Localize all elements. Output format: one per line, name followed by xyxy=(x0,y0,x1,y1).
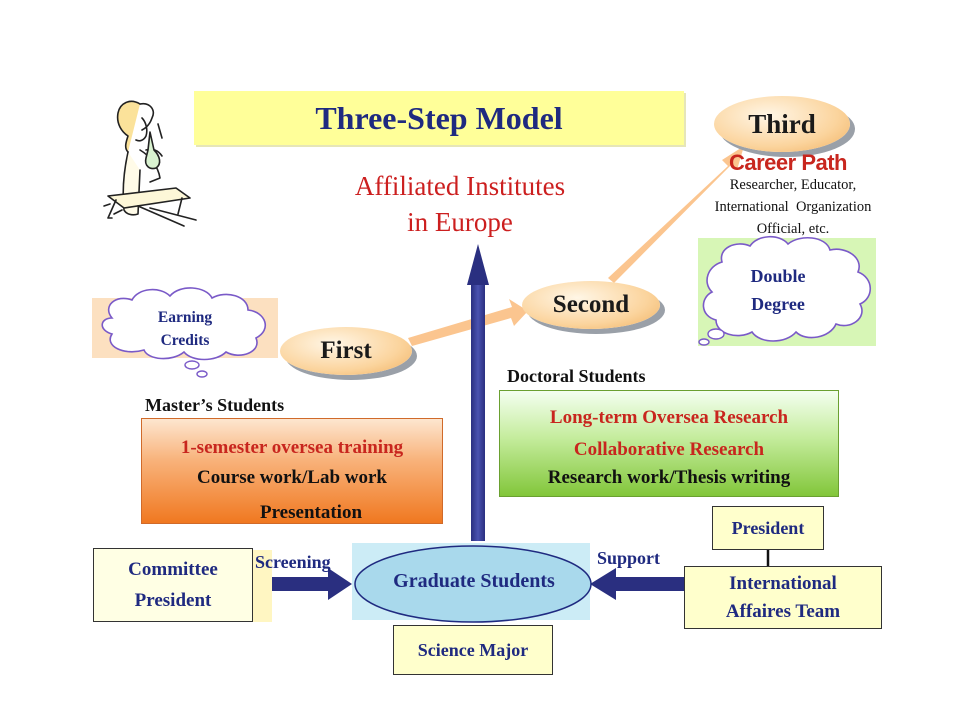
masters-item-2: Course work/Lab work xyxy=(196,467,387,488)
science-major-label: Science Major xyxy=(417,639,529,660)
president-box: President xyxy=(712,506,824,550)
committee-box: Committee President xyxy=(93,548,253,622)
support-arrow-shaft xyxy=(606,577,686,591)
doctoral-item-2: Collaborative Research xyxy=(573,439,765,460)
career-path-details: Researcher, Educator, International Orga… xyxy=(688,174,898,240)
first-to-second-arrow xyxy=(408,299,528,346)
double-degree-line-1: Double xyxy=(750,266,806,286)
career-detail-line-2: International Organization xyxy=(714,199,872,215)
masters-item-3: Presentation xyxy=(259,502,363,523)
committee-line-2: President xyxy=(134,590,212,611)
support-label: Support xyxy=(597,548,661,568)
affiliated-line-2: in Europe xyxy=(407,207,513,237)
step-third-oval: Third xyxy=(714,96,850,152)
upward-arrow-head xyxy=(467,244,489,285)
career-path-heading: Career Path xyxy=(728,150,848,175)
career-detail-line-3: Official, etc. xyxy=(756,221,830,237)
upward-arrow-shaft xyxy=(471,285,485,541)
masters-students-label: Master’s Students xyxy=(145,395,285,415)
affiliated-institutes-label: Affiliated Institutes in Europe xyxy=(300,168,620,240)
doctoral-item-3: Research work/Thesis writing xyxy=(547,467,791,488)
graduate-students-ellipse xyxy=(354,545,592,623)
president-label: President xyxy=(731,517,805,538)
affiliated-line-1: Affiliated Institutes xyxy=(354,171,566,201)
masters-item-1: 1-semester oversea training xyxy=(180,437,404,458)
screening-arrow-head xyxy=(328,568,352,600)
diagram-title: Three-Step Model xyxy=(315,99,563,136)
international-affairs-box: International Affaires Team xyxy=(684,566,882,629)
screening-arrow-shaft xyxy=(262,577,340,591)
step-second-oval: Second xyxy=(522,281,660,329)
second-to-third-arrow xyxy=(608,146,744,283)
earning-credits-line-1: Earning xyxy=(157,309,213,326)
earning-credits-line-2: Credits xyxy=(160,332,210,349)
graduate-students-label: Graduate Students xyxy=(393,570,555,592)
masters-students-box xyxy=(141,418,443,524)
step-third-label: Third xyxy=(748,108,816,139)
doctoral-students-label: Doctoral Students xyxy=(507,366,646,386)
screening-label: Screening xyxy=(255,552,331,572)
title-banner: Three-Step Model xyxy=(194,91,684,145)
science-major-box: Science Major xyxy=(393,625,553,675)
step-first-oval: First xyxy=(280,327,412,375)
career-detail-line-1: Researcher, Educator, xyxy=(729,177,857,193)
earning-credits-label: Earning Credits xyxy=(120,306,250,352)
international-affairs-line-2: Affaires Team xyxy=(725,600,841,622)
step-first-label: First xyxy=(320,337,372,364)
doctoral-students-box xyxy=(499,390,839,497)
step-second-label: Second xyxy=(552,291,630,318)
international-affairs-line-1: International xyxy=(729,572,837,594)
double-degree-label: Double Degree xyxy=(718,262,838,318)
support-arrow-head xyxy=(590,568,616,600)
doctoral-item-1: Long-term Oversea Research xyxy=(549,407,789,428)
double-degree-line-2: Degree xyxy=(751,294,805,314)
committee-line-1: Committee xyxy=(128,559,218,580)
